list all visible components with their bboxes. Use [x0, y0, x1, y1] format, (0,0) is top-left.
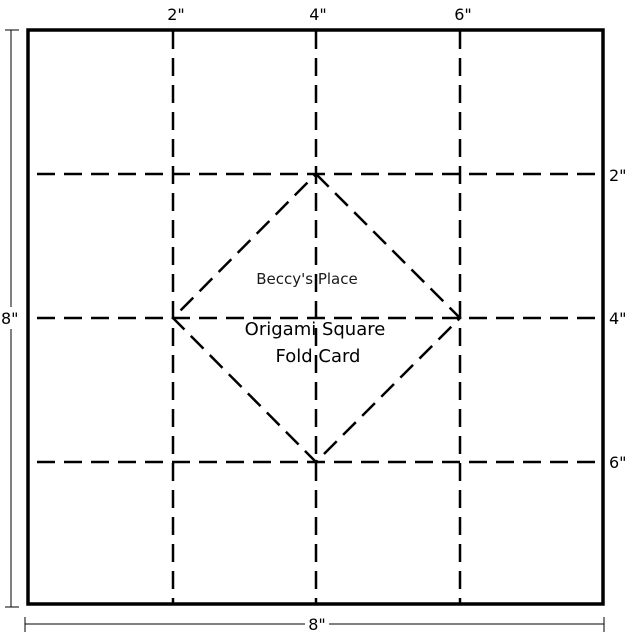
right-mark-2in: 2" — [609, 166, 627, 185]
right-mark-6in: 6" — [609, 453, 627, 472]
diamond-fold — [171, 172, 462, 464]
top-mark-6in: 6" — [454, 5, 472, 24]
height-label: 8" — [1, 309, 19, 328]
fold-lines — [37, 31, 603, 604]
right-mark-4in: 4" — [609, 309, 627, 328]
height-label-bg — [1, 307, 23, 329]
title-line-2: Fold Card — [276, 346, 361, 367]
top-mark-4in: 4" — [309, 5, 327, 24]
title-line-1: Origami Square — [245, 319, 386, 340]
width-label: 8" — [308, 615, 326, 634]
width-label-bg — [305, 613, 329, 635]
watermark-text: Beccy's Place — [256, 270, 357, 288]
card-outline — [26, 28, 605, 606]
top-mark-2in: 2" — [167, 5, 185, 24]
